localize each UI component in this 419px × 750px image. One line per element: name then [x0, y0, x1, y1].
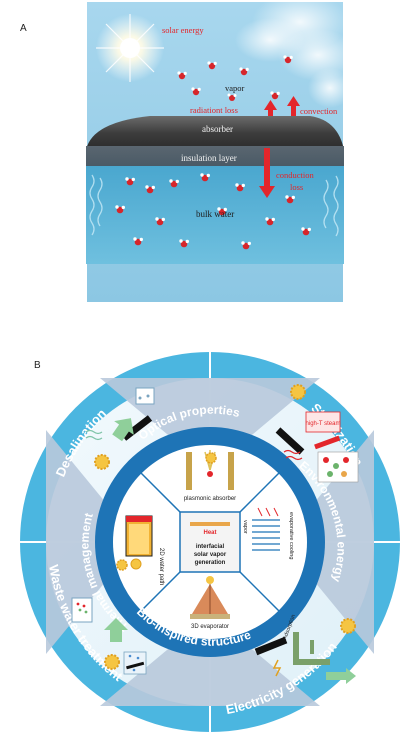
waste-water-graphic — [71, 597, 147, 675]
label-conduction-line1: conduction — [276, 170, 315, 180]
panel-a-letter: A — [20, 23, 27, 34]
center-absorber-bar — [190, 522, 230, 526]
label-evaporative-cooling: evaporative cooling — [288, 512, 294, 559]
center-text: Heat interfacial solar vapor generation — [194, 530, 227, 566]
insulation-layer — [86, 146, 344, 166]
label-vapor-small: vapor — [242, 520, 248, 534]
conduction-arrow — [259, 148, 275, 198]
label-solar-energy: solar energy — [162, 25, 204, 35]
sun-icon — [96, 14, 164, 82]
water-molecules — [115, 173, 311, 250]
inner-dividers — [140, 472, 280, 612]
label-absorber: absorber — [202, 124, 233, 134]
vapor-molecules — [177, 55, 305, 125]
black-bars — [121, 415, 305, 656]
label-vapor: vapor — [225, 83, 245, 93]
panel-a-schematic: solar energy vapor radiationt loss conve… — [86, 0, 358, 302]
label-3d-evaporator: 3D evaporator — [191, 624, 229, 630]
center-heat: Heat — [203, 530, 216, 536]
environmental-energy-graphic: evaporative cooling vapor — [242, 507, 294, 559]
water-waves — [89, 174, 339, 237]
label-2d-water-path: 2D water path — [158, 548, 164, 585]
label-conduction-line2: loss — [290, 182, 303, 192]
label-bulk-water: bulk water — [196, 209, 234, 219]
thermal-management-graphic: 2D water path — [125, 515, 164, 585]
center-line2: solar vapor — [194, 552, 227, 558]
desalination-graphic — [85, 387, 155, 470]
center-line3: generation — [195, 560, 226, 566]
label-convection-line1: convection — [300, 106, 338, 116]
absorber-layer — [86, 116, 344, 150]
sterilization-graphic: high-T steam — [283, 384, 359, 483]
label-high-t-steam: high-T steam — [306, 421, 341, 427]
panel-b-letter: B — [34, 360, 41, 371]
label-radiation-loss: radiationt loss — [190, 105, 238, 115]
sun-small-icons — [116, 452, 217, 571]
steam-cloud — [235, 0, 358, 108]
label-insulation: insulation layer — [181, 153, 237, 163]
evaporator-3d-graphic: 3D evaporator — [190, 576, 230, 630]
label-plasmonic: plasmonic absorber — [184, 496, 236, 502]
center-line1: interfacial — [196, 544, 225, 550]
